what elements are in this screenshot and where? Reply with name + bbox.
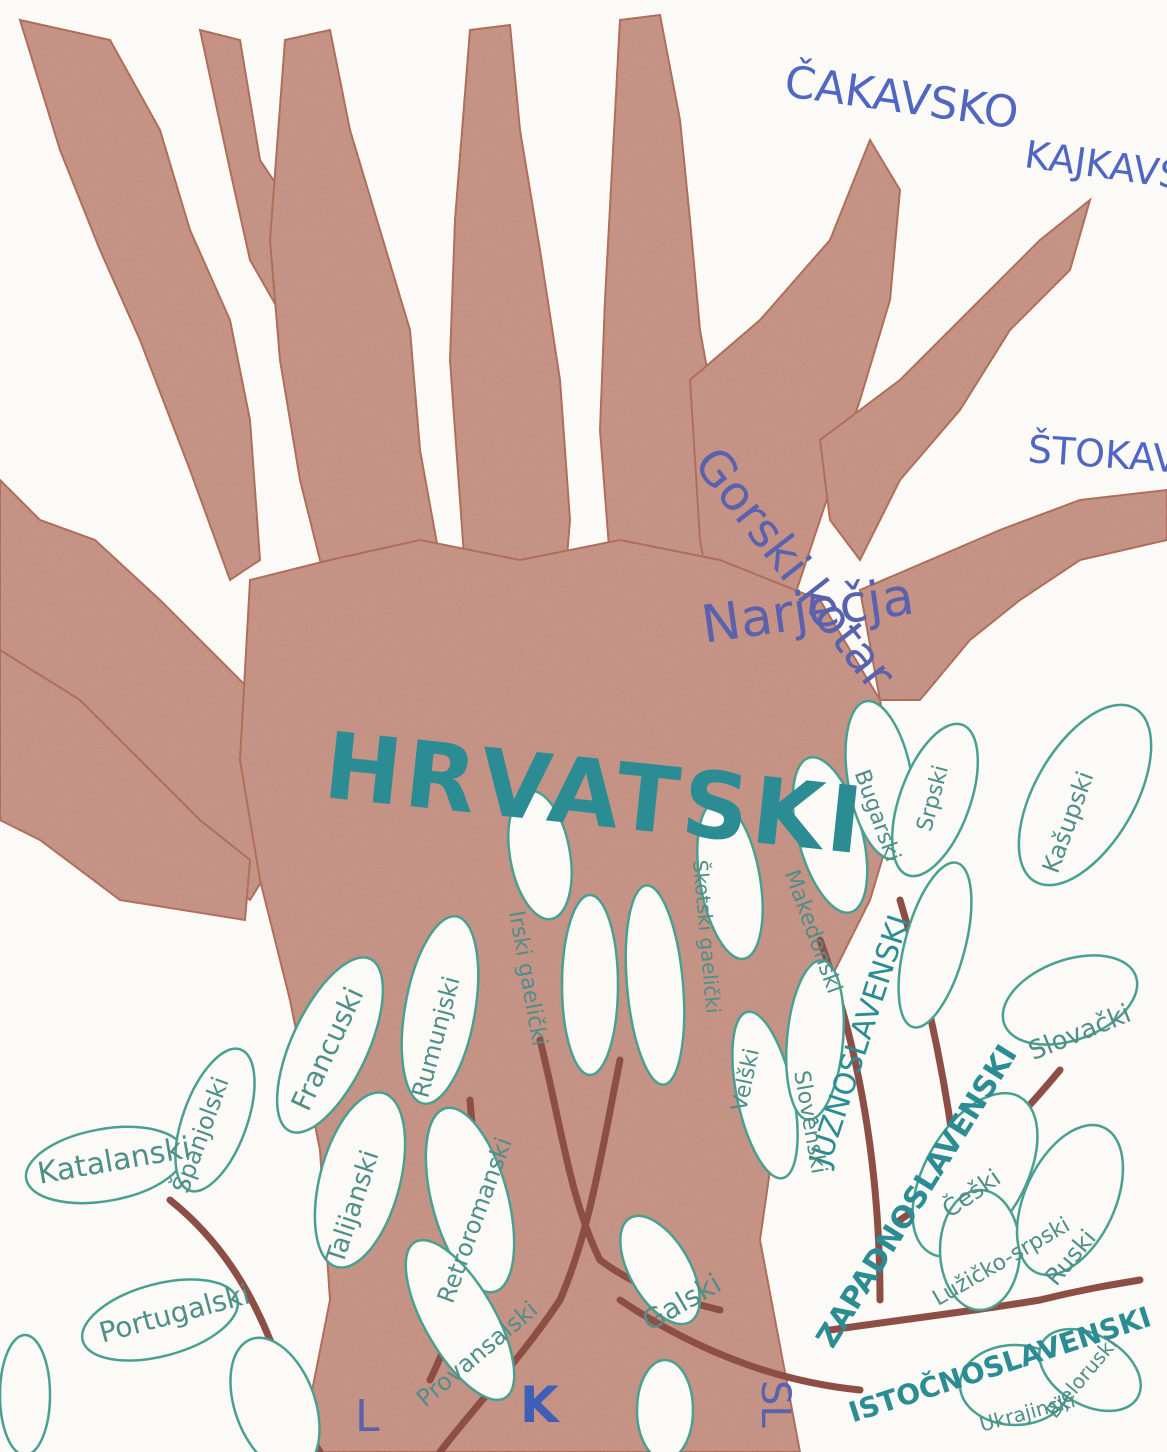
bottom-letter-k: K <box>520 1380 559 1430</box>
bottom-letters-sl: SL <box>755 1380 795 1428</box>
bottom-letter-l: L <box>355 1395 380 1439</box>
